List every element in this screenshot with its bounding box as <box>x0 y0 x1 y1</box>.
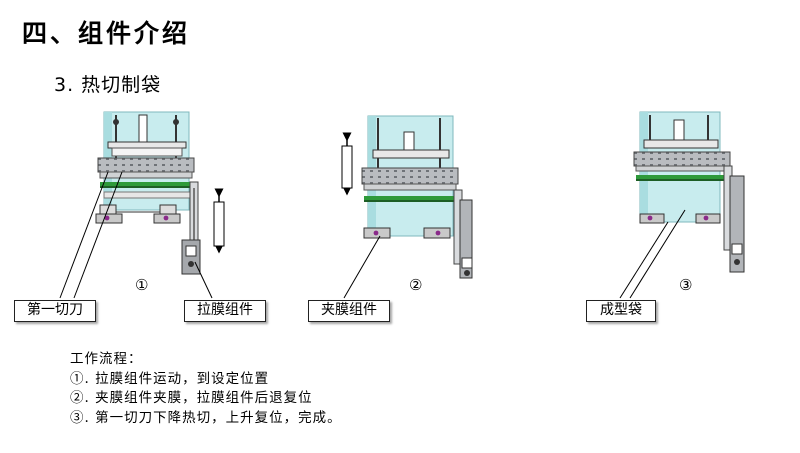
section-subheading: 3. 热切制袋 <box>54 74 162 96</box>
machine-step-3 <box>633 111 745 273</box>
step-marker-1: ① <box>135 276 149 294</box>
callout-first-cutter: 第一切刀 <box>14 300 96 322</box>
process-title: 工作流程： <box>70 351 143 367</box>
callout-film-clamp: 夹膜组件 <box>308 300 390 322</box>
green-seal-bar <box>100 182 190 186</box>
page-heading: 四、组件介绍 <box>22 19 191 48</box>
process-step-2: ②. 夹膜组件夹膜，拉膜组件后退复位 <box>70 390 313 406</box>
process-step-1: ①. 拉膜组件运动，到设定位置 <box>70 370 270 387</box>
process-step-3: ③. 第一切刀下降热切，上升复位，完成。 <box>70 409 342 426</box>
machine-step-2 <box>341 115 473 279</box>
step-marker-2: ② <box>409 276 423 294</box>
cutter-bar <box>97 157 195 173</box>
process-description: 工作流程： ①. 拉膜组件运动，到设定位置 ②. 夹膜组件夹膜，拉膜组件后退复位… <box>70 350 342 428</box>
machine-step-1 <box>95 111 225 275</box>
callout-formed-bag: 成型袋 <box>586 300 656 322</box>
step-marker-3: ③ <box>679 276 693 294</box>
callout-film-pull: 拉膜组件 <box>184 300 266 322</box>
callout-leaders <box>59 171 686 299</box>
